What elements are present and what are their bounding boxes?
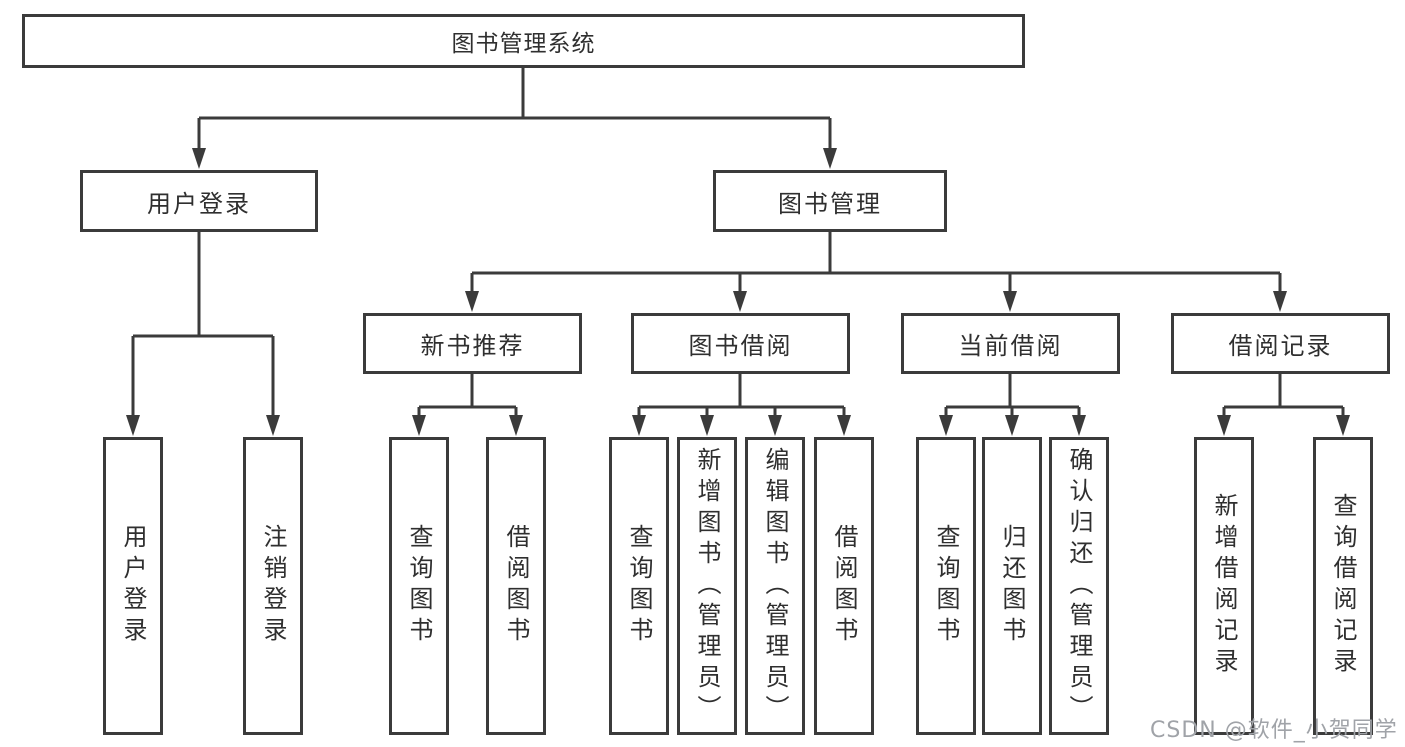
- leaf-edit-book-admin: 编辑图书（管理员）: [745, 437, 805, 735]
- node-book-management-label: 图书管理: [778, 189, 882, 218]
- node-book-management: 图书管理: [713, 170, 947, 232]
- leaf-query-books-borrow: 查询图书: [609, 437, 669, 735]
- node-current-borrow: 当前借阅: [901, 313, 1120, 374]
- node-root-label: 图书管理系统: [451, 31, 596, 57]
- leaf-label: 借阅图书: [830, 524, 858, 648]
- node-current-borrow-label: 当前借阅: [958, 332, 1063, 360]
- node-new-book-recommend-label: 新书推荐: [420, 332, 525, 360]
- leaf-borrow-books: 借阅图书: [814, 437, 874, 735]
- leaf-label: 注销登录: [259, 524, 287, 648]
- leaf-label: 查询借阅记录: [1329, 493, 1357, 679]
- node-borrow-records: 借阅记录: [1171, 313, 1390, 374]
- leaf-label: 新增图书（管理员）: [693, 446, 721, 726]
- leaf-label: 编辑图书（管理员）: [761, 446, 789, 726]
- leaf-logout: 注销登录: [243, 437, 303, 735]
- leaf-add-book-admin: 新增图书（管理员）: [677, 437, 737, 735]
- node-book-borrow-label: 图书借阅: [688, 332, 793, 360]
- leaf-label: 借阅图书: [502, 524, 530, 648]
- leaf-label: 归还图书: [998, 524, 1026, 648]
- leaf-label: 确认归还（管理员）: [1065, 446, 1093, 726]
- leaf-label: 新增借阅记录: [1210, 493, 1238, 679]
- node-new-book-recommend: 新书推荐: [363, 313, 582, 374]
- leaf-label: 查询图书: [932, 524, 960, 648]
- node-book-borrow: 图书借阅: [631, 313, 850, 374]
- watermark: CSDN @软件_小贺同学: [1150, 718, 1398, 743]
- leaf-return-books: 归还图书: [982, 437, 1042, 735]
- leaf-label: 查询图书: [405, 524, 433, 648]
- node-user-login-label: 用户登录: [147, 189, 251, 218]
- leaf-borrow-books-recommend: 借阅图书: [486, 437, 546, 735]
- leaf-confirm-return-admin: 确认归还（管理员）: [1049, 437, 1109, 735]
- node-borrow-records-label: 借阅记录: [1228, 332, 1333, 360]
- node-user-login: 用户登录: [80, 170, 318, 232]
- leaf-add-borrow-record: 新增借阅记录: [1194, 437, 1254, 735]
- leaf-label: 查询图书: [625, 524, 653, 648]
- leaf-user-login: 用户登录: [103, 437, 163, 735]
- leaf-query-books-current: 查询图书: [916, 437, 976, 735]
- leaf-query-books-recommend: 查询图书: [389, 437, 449, 735]
- leaf-label: 用户登录: [119, 524, 147, 648]
- leaf-query-borrow-record: 查询借阅记录: [1313, 437, 1373, 735]
- node-root: 图书管理系统: [22, 14, 1025, 68]
